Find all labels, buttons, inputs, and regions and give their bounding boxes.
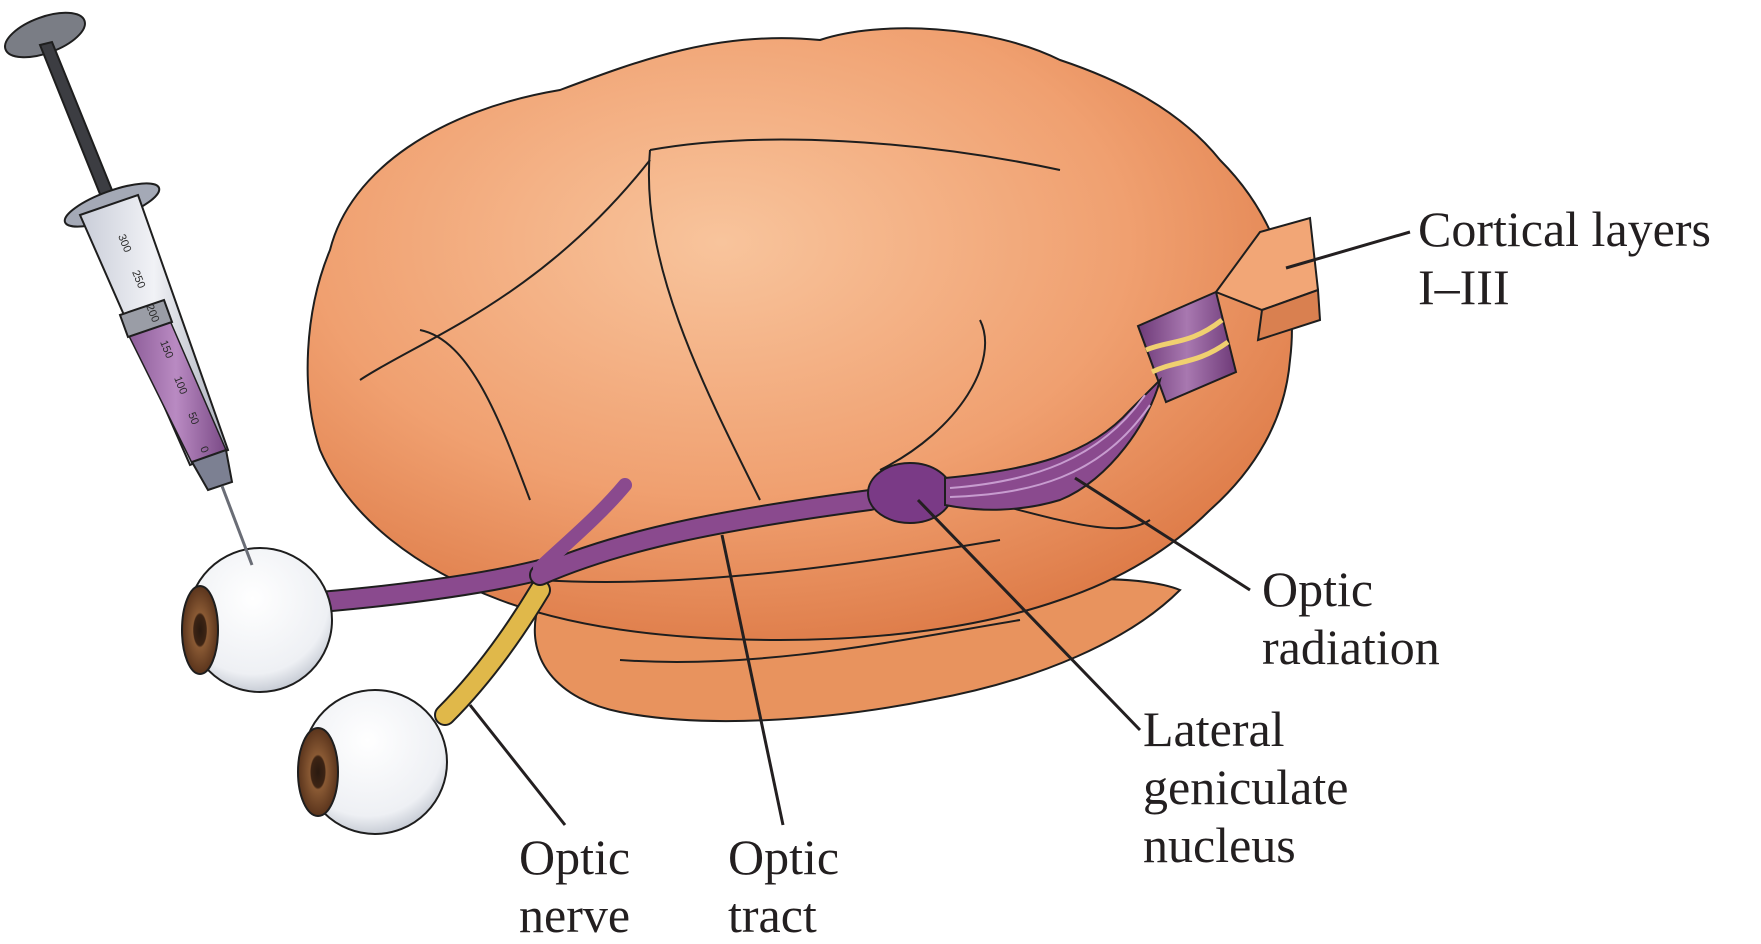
label-lateral-geniculate-nucleus: Lateral geniculate nucleus: [1143, 700, 1348, 874]
eye-upper: [182, 548, 332, 692]
label-cortical-layers: Cortical layers I–III: [1418, 200, 1711, 316]
label-optic-tract-line-1: Optic: [728, 828, 839, 886]
label-optic-radiation-line-1: Optic: [1262, 560, 1440, 618]
syringe-plunger-rod: [40, 42, 116, 204]
iris-upper: [182, 586, 218, 674]
brain: [308, 28, 1292, 721]
label-optic-nerve-line-2: nerve: [519, 886, 630, 944]
lateral-geniculate-nucleus-shape: [868, 463, 952, 523]
eye-lower: [298, 690, 447, 834]
label-optic-nerve: Optic nerve: [519, 828, 630, 944]
label-lgn-line-2: geniculate: [1143, 758, 1348, 816]
label-lgn-line-3: nucleus: [1143, 816, 1348, 874]
label-lgn-line-1: Lateral: [1143, 700, 1348, 758]
label-optic-tract: Optic tract: [728, 828, 839, 944]
leader-optic-nerve: [470, 705, 565, 825]
label-optic-tract-line-2: tract: [728, 886, 839, 944]
label-optic-radiation: Optic radiation: [1262, 560, 1440, 676]
label-optic-radiation-line-2: radiation: [1262, 618, 1440, 676]
label-cortical-layers-line-2: I–III: [1418, 258, 1711, 316]
label-optic-nerve-line-1: Optic: [519, 828, 630, 886]
label-cortical-layers-line-1: Cortical layers: [1418, 200, 1711, 258]
syringe: 300 250 200 150 100 50 0: [0, 4, 252, 565]
iris-lower: [298, 728, 338, 816]
